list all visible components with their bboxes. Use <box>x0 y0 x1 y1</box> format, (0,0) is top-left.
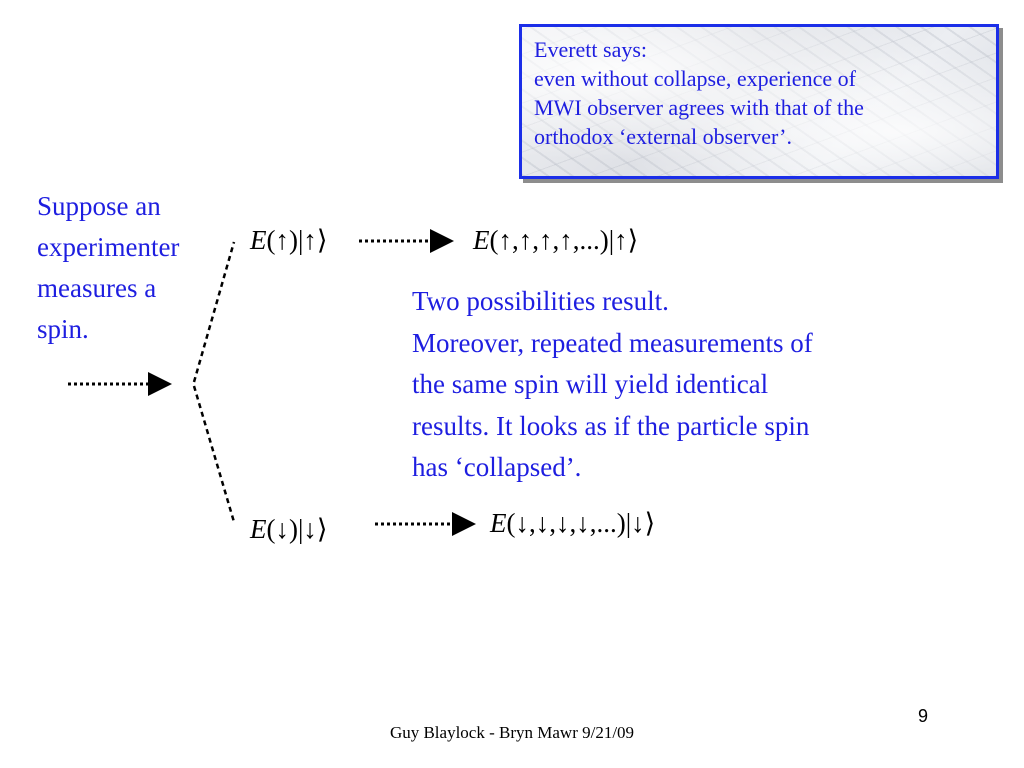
equation-up-repeat: E(↑,↑,↑,↑,...)|↑⟩ <box>473 225 638 256</box>
equation-down-single: E(↓)|↓⟩ <box>250 514 327 545</box>
equation-up-single: E(↑)|↑⟩ <box>250 225 327 256</box>
equation-body: (↓)|↓⟩ <box>266 514 328 544</box>
callout-line: orthodox ‘external observer’. <box>534 124 792 149</box>
slide-footer: Guy Blaylock - Bryn Mawr 9/21/09 <box>389 723 635 742</box>
equation-symbol: E <box>250 225 267 255</box>
page-number: 9 <box>918 706 929 726</box>
equation-symbol: E <box>490 508 507 538</box>
result-line: Moreover, repeated measurements of <box>412 327 813 358</box>
everett-callout-box: Everett says: even without collapse, exp… <box>519 24 999 179</box>
callout-line: even without collapse, experience of <box>534 66 856 91</box>
result-line: Two possibilities result. <box>412 286 669 316</box>
branch-line-down <box>192 385 236 523</box>
callout-line: Everett says: <box>534 37 648 62</box>
branch-line-up <box>192 241 236 383</box>
intro-line: experimenter <box>37 232 180 262</box>
intro-line: measures a <box>37 273 157 303</box>
equation-symbol: E <box>250 514 267 544</box>
callout-line: MWI observer agrees with that of the <box>534 95 864 120</box>
result-line: results. It looks as if the particle spi… <box>412 410 810 441</box>
result-text: Two possibilities result. Moreover, repe… <box>412 281 932 489</box>
equation-body: (↑,↑,↑,↑,...)|↑⟩ <box>489 225 639 255</box>
result-line: has ‘collapsed’. <box>412 452 582 482</box>
equation-symbol: E <box>473 225 490 255</box>
intro-line: spin. <box>37 314 89 344</box>
equation-body: (↓,↓,↓,↓,...)|↓⟩ <box>506 508 656 538</box>
equation-down-repeat: E(↓,↓,↓,↓,...)|↓⟩ <box>490 508 655 539</box>
equation-body: (↑)|↑⟩ <box>266 225 328 255</box>
result-line: the same spin will yield identical <box>412 369 769 399</box>
intro-line: Suppose an <box>37 191 161 221</box>
intro-text: Suppose an experimenter measures a spin. <box>37 186 237 350</box>
